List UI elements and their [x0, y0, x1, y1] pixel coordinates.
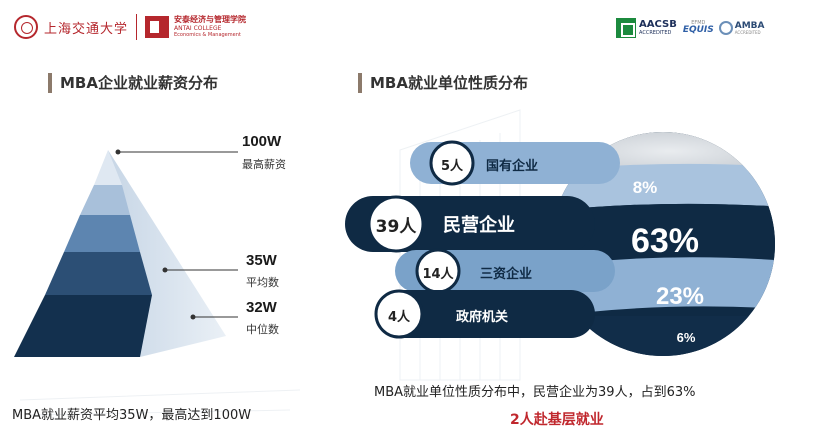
employer-caption: MBA就业单位性质分布中，民营企业为39人，占到63% — [374, 385, 696, 400]
pct-23: 23% — [655, 283, 705, 310]
employer-sphere-chart — [345, 132, 775, 356]
amba-sub-label: ACCREDITED — [734, 29, 761, 35]
band-63 — [551, 203, 775, 268]
pyramid-layer-2 — [80, 185, 130, 215]
pyramid-layer-5 — [14, 295, 152, 357]
accreditation-logos: AACSB ACCREDITED EFMD EQUIS AMBA ACCREDI… — [616, 18, 765, 38]
title-accent-bar — [358, 72, 362, 93]
university-name: 上海交通大学 — [44, 21, 129, 37]
antai-logo-icon — [145, 16, 170, 38]
foreign-name: 三资企业 — [480, 267, 533, 282]
equis-label: EQUIS — [682, 25, 714, 35]
gov-name: 政府机关 — [456, 310, 509, 325]
max-salary-value: 100W — [242, 133, 282, 150]
salary-pyramid — [14, 149, 238, 357]
grassroots-caption: 2人赴基层就业 — [510, 412, 604, 428]
private-count: 39人 — [375, 217, 417, 237]
pyramid-layer-1 — [94, 150, 122, 185]
aacsb-icon — [616, 18, 636, 38]
university-logo: 上海交通大学 安泰经济与管理学院 ANTAI COLLEGE Economics… — [14, 14, 246, 40]
pct-6: 6% — [676, 330, 696, 345]
title-accent-bar — [48, 72, 52, 93]
amba-logo: AMBA ACCREDITED — [718, 20, 765, 35]
pct-63: 63% — [630, 222, 700, 260]
aacsb-logo: AACSB ACCREDITED — [639, 20, 677, 36]
college-cn: 安泰经济与管理学院 — [174, 15, 247, 24]
header: 上海交通大学 安泰经济与管理学院 ANTAI COLLEGE Economics… — [0, 0, 830, 60]
salary-section-title: MBA企业就业薪资分布 — [48, 72, 218, 93]
soe-count: 5人 — [440, 159, 464, 174]
amba-icon — [718, 21, 733, 35]
max-salary-label: 最高薪资 — [242, 159, 286, 171]
pyramid-layer-4 — [45, 252, 152, 295]
pct-8: 8% — [632, 178, 658, 197]
employer-title-text: MBA就业单位性质分布 — [370, 74, 528, 92]
college-en: ANTAI COLLEGE — [174, 25, 222, 32]
avg-salary-label: 平均数 — [246, 277, 279, 289]
soe-name: 国有企业 — [486, 159, 539, 174]
logo-divider — [136, 14, 138, 40]
pill-soe-circle — [429, 140, 475, 186]
antai-college-text: 安泰经济与管理学院 ANTAI COLLEGE Economics & Mana… — [174, 16, 246, 38]
median-salary-value: 32W — [246, 299, 277, 316]
amba-label: AMBA — [734, 20, 765, 31]
aacsb-sub-label: ACCREDITED — [639, 30, 672, 36]
pyramid-label-median: 32W 中位数 — [246, 299, 279, 337]
salary-caption: MBA就业薪资平均35W，最高达到100W — [12, 408, 252, 423]
median-salary-label: 中位数 — [246, 324, 279, 336]
avg-salary-value: 35W — [246, 252, 277, 269]
university-seal-icon — [14, 15, 38, 39]
pyramid-label-max: 100W 最高薪资 — [242, 133, 286, 172]
pyramid-layer-3 — [64, 215, 140, 252]
private-name: 民营企业 — [443, 215, 515, 236]
pyramid-label-avg: 35W 平均数 — [246, 252, 279, 290]
aacsb-label: AACSB — [639, 19, 677, 30]
college-en2: Economics & Management — [174, 32, 241, 38]
pill-gov — [375, 290, 595, 338]
equis-logo: EFMD EQUIS — [683, 21, 714, 35]
efmd-label: EFMD — [691, 20, 706, 26]
employer-section-title: MBA就业单位性质分布 — [358, 72, 528, 93]
pill-gov-circle — [374, 289, 424, 339]
foreign-count: 14人 — [422, 267, 454, 282]
salary-title-text: MBA企业就业薪资分布 — [60, 74, 218, 92]
pill-private-circle — [367, 195, 425, 253]
gov-count: 4人 — [387, 310, 411, 325]
